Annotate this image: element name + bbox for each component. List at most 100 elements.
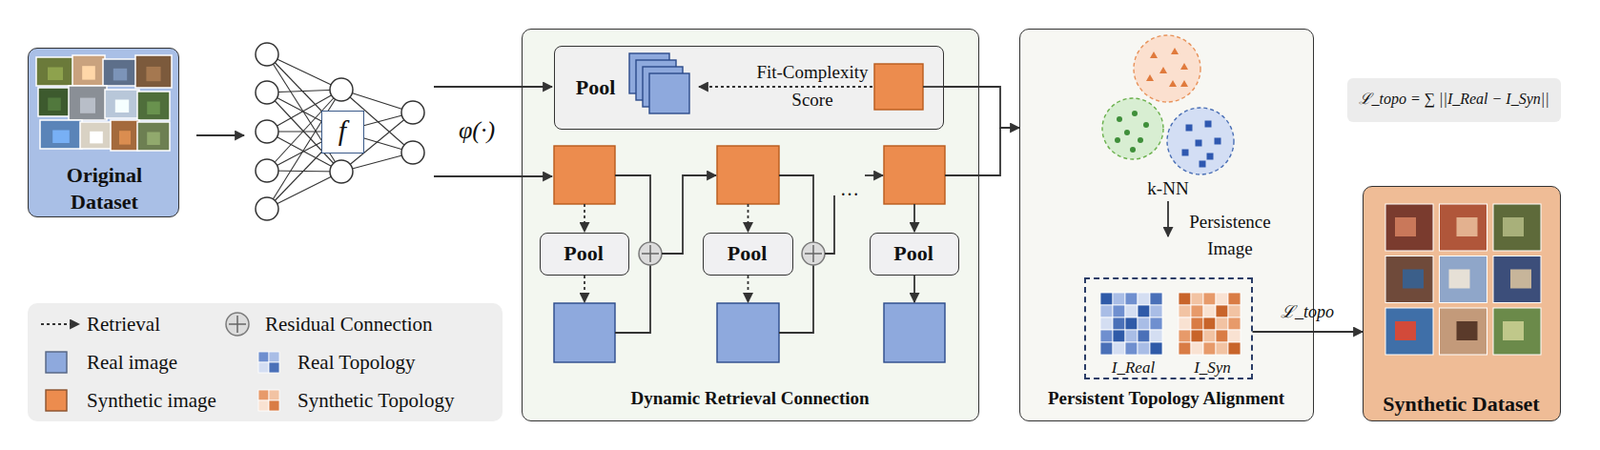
- cluster-circle: [1167, 107, 1234, 175]
- function-box: f: [321, 110, 365, 154]
- ellipsis: …: [835, 177, 864, 201]
- node-text: Pool: [870, 241, 958, 267]
- network-neuron: [329, 78, 353, 102]
- legend-topology-cell: [258, 351, 269, 363]
- synthetic-topology-grid: [1228, 342, 1241, 355]
- thumbnail-detail: [47, 98, 62, 112]
- synthetic-thumbnail: [1493, 204, 1541, 251]
- network-neuron: [401, 141, 425, 165]
- retrieval-arrow: [747, 275, 750, 303]
- flow-line: [944, 127, 1001, 176]
- real-topology-grid: [1112, 342, 1126, 355]
- dataset-thumbnail: [72, 55, 105, 86]
- legend-text: Real image: [86, 348, 178, 376]
- legend-topology-cell: [268, 389, 280, 401]
- cluster-point: [1207, 153, 1214, 161]
- residual-line: [824, 195, 835, 254]
- real-topology-grid: [1149, 317, 1163, 330]
- cluster-point: [1116, 116, 1123, 123]
- real-topology-grid: [1125, 305, 1138, 318]
- cluster-point: [1131, 110, 1138, 117]
- pool-box: Pool: [539, 232, 630, 276]
- legend-topology-cell: [268, 400, 280, 411]
- flow-line: [923, 85, 944, 88]
- retrieval-arrow: [41, 323, 80, 326]
- legend-sample: [45, 389, 67, 411]
- dataset-thumbnail: [104, 89, 140, 119]
- synthetic-topology-grid: [1203, 317, 1216, 330]
- node-text: Pool: [540, 241, 628, 267]
- synthetic-thumbnail: [1439, 307, 1488, 355]
- synthetic-topology-grid: [1178, 342, 1191, 355]
- cluster-point: [1180, 62, 1189, 70]
- thumbnail-detail: [52, 130, 70, 144]
- retrieval-arrow: [583, 275, 586, 303]
- retrieval-arrow: [698, 85, 873, 88]
- dataset-thumbnail: [38, 87, 71, 117]
- real-topology-grid: [1100, 292, 1113, 306]
- synthetic-thumbnail: [1493, 256, 1541, 304]
- legend-sample: [258, 351, 280, 373]
- synthetic-topology-grid: [1203, 342, 1216, 355]
- cluster-point: [1195, 140, 1203, 147]
- synthetic-topology-grid: [1178, 292, 1191, 306]
- cluster-point: [1170, 47, 1179, 55]
- legend-sample: [258, 389, 280, 411]
- synthetic-topology-grid: [1215, 317, 1229, 330]
- real-topology-grid: [1125, 342, 1138, 355]
- synthetic-topology-grid: [1228, 317, 1241, 330]
- dataset-thumbnail: [110, 120, 140, 151]
- function-label: φ(·): [443, 116, 511, 145]
- cluster-point: [1205, 121, 1212, 128]
- real-image-square: [553, 303, 616, 363]
- thumbnail-detail: [1402, 269, 1424, 289]
- residual-symbol: [801, 242, 825, 266]
- legend-topology-cell: [258, 400, 269, 411]
- legend-panel: [27, 303, 503, 422]
- synthetic-topology-grid: [1203, 329, 1216, 343]
- thumbnail-detail: [146, 132, 161, 146]
- real-topology-grid: [1125, 292, 1138, 306]
- cluster-point: [1143, 122, 1149, 128]
- thumbnail-detail: [1502, 217, 1524, 237]
- real-topology-grid: [1149, 305, 1163, 318]
- real-topology-grid: [1149, 329, 1163, 343]
- residual-line: [779, 175, 814, 243]
- dataset-thumbnail: [36, 57, 75, 86]
- synthetic-topology-grid: [1228, 305, 1241, 318]
- real-topology-grid: [1125, 329, 1138, 343]
- real-topology-grid: [1100, 329, 1113, 343]
- network-link: [266, 171, 342, 209]
- network-neuron: [329, 160, 353, 184]
- synthetic-topology-grid: [1228, 292, 1241, 306]
- synthetic-topology-grid: [1215, 292, 1229, 306]
- thumbnail-detail: [1510, 269, 1532, 289]
- thumbnail-detail: [82, 65, 96, 80]
- synthetic-topology-grid: [1203, 292, 1216, 306]
- thumbnail-detail: [80, 98, 96, 114]
- real-topology-grid: [1149, 342, 1163, 355]
- real-topology-grid: [1125, 317, 1138, 330]
- residual-symbol: [225, 312, 249, 336]
- network-neuron: [255, 42, 279, 66]
- synthetic-topology-grid: [1215, 329, 1229, 343]
- synthetic-image-square: [553, 145, 616, 205]
- synthetic-topology-grid: [1215, 342, 1229, 355]
- synthetic-topology-grid: [1178, 329, 1191, 343]
- node-text: Original Dataset: [32, 162, 177, 216]
- real-topology-grid: [1137, 342, 1150, 355]
- legend-sample: [45, 351, 67, 373]
- flow-arrow: [433, 85, 553, 88]
- node-text: I_Real: [1100, 358, 1168, 378]
- node-text: Dynamic Retrieval Connection: [522, 387, 978, 411]
- retrieval-arrow: [583, 204, 586, 232]
- node-text: Synthetic Dataset: [1363, 391, 1559, 417]
- legend-text: Synthetic Topology: [297, 387, 454, 414]
- legend-topology-cell: [258, 362, 269, 373]
- real-topology-grid: [1137, 292, 1150, 306]
- score-label: Fit-Complexity Score: [740, 58, 884, 114]
- dataset-thumbnail: [102, 59, 138, 86]
- cluster-point: [1159, 66, 1168, 74]
- synthetic-topology-grid: [1190, 317, 1204, 330]
